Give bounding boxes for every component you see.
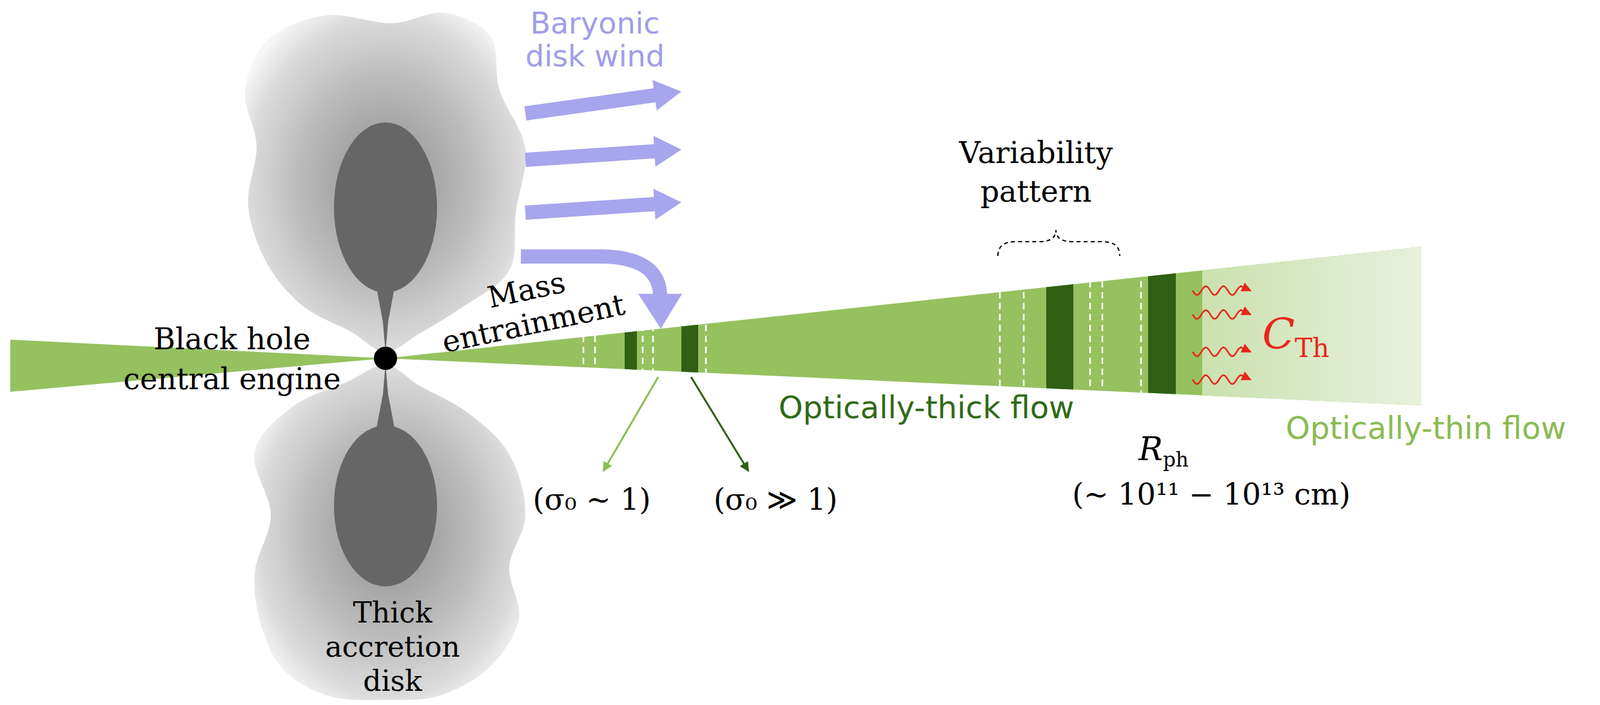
thermal-component-symbol: CTh bbox=[1262, 308, 1330, 360]
dashed-shell bbox=[642, 193, 644, 452]
engine-label: Black hole central engine bbox=[110, 319, 354, 400]
wind-arrow bbox=[524, 136, 682, 167]
dense-shell bbox=[1148, 193, 1176, 452]
magnetization-label: (σ₀ ∼ 1) bbox=[533, 482, 652, 518]
dashed-shell bbox=[1089, 193, 1092, 452]
entrainment-arrowhead bbox=[638, 293, 683, 329]
thermal-photon bbox=[1192, 310, 1251, 320]
wind-label: Baryonic disk wind bbox=[510, 7, 680, 73]
magnetization-label: (σ₀ ≫ 1) bbox=[713, 482, 838, 518]
variability-bracket bbox=[997, 230, 1120, 256]
thermal-photon bbox=[1192, 286, 1251, 296]
symbol-main: C bbox=[1262, 309, 1296, 360]
thick-flow-label: Optically-thick flow bbox=[778, 389, 1075, 427]
thin-flow-label: Optically-thin flow bbox=[1286, 409, 1567, 448]
symbol-main: R bbox=[1138, 430, 1163, 469]
symbol-subscript: Th bbox=[1294, 333, 1330, 365]
radius-range-label: (∼ 10¹¹ − 10¹³ cm) bbox=[1072, 477, 1351, 513]
dense-shell bbox=[624, 193, 637, 452]
thermal-photon bbox=[1192, 347, 1251, 357]
entrainment-label: Mass entrainment bbox=[427, 253, 634, 361]
thermal-photon bbox=[1192, 375, 1251, 385]
symbol-subscript: ph bbox=[1162, 448, 1189, 472]
leader-arrow bbox=[603, 377, 659, 472]
funnel bbox=[376, 363, 395, 429]
dense-shell bbox=[681, 193, 699, 452]
dashed-shell bbox=[1140, 193, 1143, 452]
photosphere-symbol: Rph bbox=[1138, 429, 1189, 469]
thick-disk-lobe bbox=[333, 122, 438, 293]
variability-label: Variability pattern bbox=[943, 134, 1128, 212]
funnel bbox=[376, 287, 395, 354]
leader-arrow bbox=[691, 377, 749, 472]
dashed-shell bbox=[1101, 193, 1104, 452]
thick-disk-lobe bbox=[333, 425, 438, 587]
dashed-shell bbox=[705, 193, 708, 452]
wind-arrow bbox=[524, 188, 682, 220]
black-hole bbox=[373, 346, 398, 371]
wind-arrow bbox=[524, 79, 682, 121]
disk-label: Thick accretion disk bbox=[317, 596, 468, 699]
dashed-shell bbox=[652, 193, 655, 452]
